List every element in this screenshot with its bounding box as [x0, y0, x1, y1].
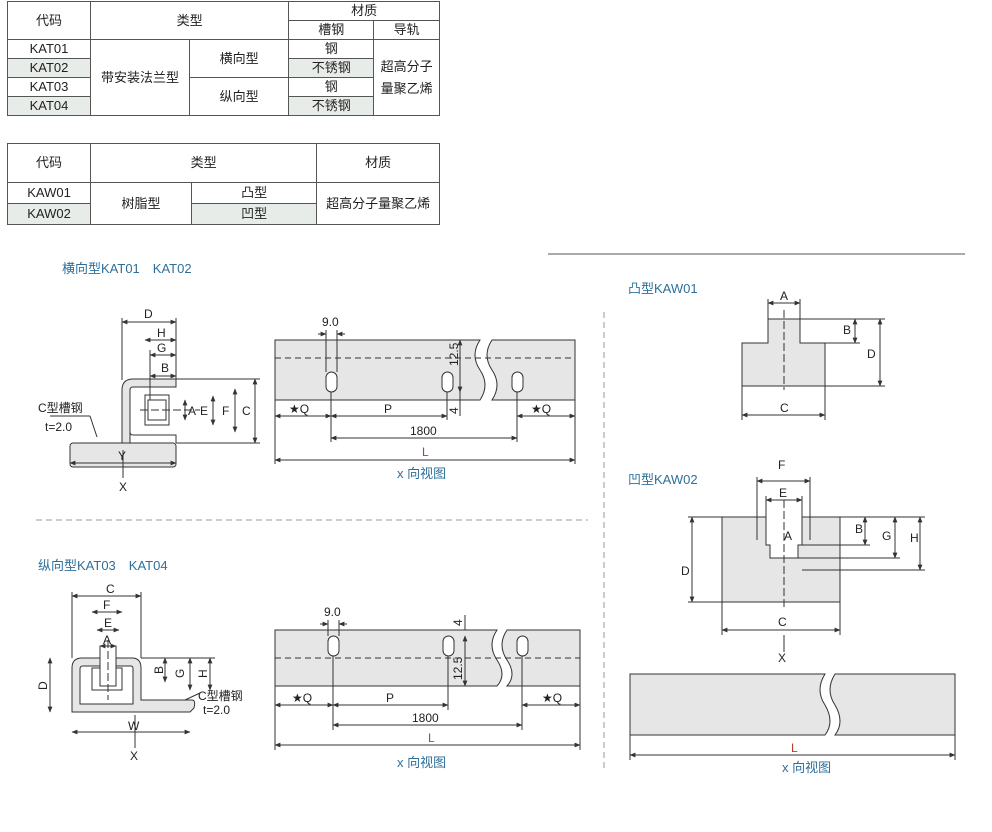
dim-star-q-left: ★Q: [292, 691, 312, 705]
dim-height: 12.5: [447, 342, 461, 366]
type-main: 带安装法兰型: [90, 39, 190, 116]
concave-section: [688, 477, 925, 652]
dim-D: D: [867, 347, 876, 361]
row-subtype: 凸型: [190, 182, 318, 204]
dim-P: P: [386, 691, 394, 705]
dim-D: D: [36, 681, 50, 690]
spec-table-kat: 代码 类型 材质 槽钢 导轨 KAT01 带安装法兰型 横向型 钢 超高分子量聚…: [7, 1, 440, 116]
type-main: 树脂型: [90, 182, 192, 225]
dim-hole-width: 9.0: [322, 315, 339, 329]
dim-C: C: [242, 404, 251, 418]
dim-pitch: 1800: [410, 424, 437, 438]
dim-B: B: [843, 323, 851, 337]
dim-X: X: [778, 651, 786, 665]
dim-G: G: [882, 529, 891, 543]
rail-line-2: 量聚乙烯: [380, 80, 433, 96]
dim-F: F: [222, 404, 229, 418]
dim-Y: Y: [118, 449, 126, 463]
row-code: KAT02: [7, 58, 91, 78]
kaw-side-view: [629, 673, 956, 760]
view-label: x 向视图: [782, 760, 831, 775]
dim-C: C: [106, 582, 115, 596]
title-horizontal: 横向型KAT01 KAT02: [62, 261, 192, 276]
h-section: [50, 318, 260, 478]
label-thickness: t=2.0: [45, 420, 72, 434]
dim-star-q-left: ★Q: [289, 402, 309, 416]
dim-A: A: [103, 633, 111, 647]
view-label: x 向视图: [397, 755, 446, 770]
row-code: KAW02: [7, 203, 91, 225]
dim-B: B: [161, 361, 169, 375]
dim-height: 12.5: [451, 656, 465, 680]
dim-A: A: [780, 289, 788, 303]
dim-H: H: [196, 669, 210, 678]
dim-X: X: [119, 480, 127, 494]
hdr-type: 类型: [89, 1, 290, 40]
hdr-code: 代码: [7, 1, 91, 40]
row-code: KAT03: [7, 77, 91, 97]
dim-offset: 4: [451, 619, 465, 626]
dim-F: F: [103, 598, 110, 612]
dim-H: H: [157, 326, 166, 340]
h-side-view: [274, 330, 576, 464]
dim-E: E: [104, 616, 112, 630]
dim-B: B: [855, 522, 863, 536]
type-horizontal: 横向型: [188, 39, 290, 78]
dim-P: P: [384, 402, 392, 416]
hdr-rail: 导轨: [373, 20, 440, 40]
material: 超高分子量聚乙烯: [316, 182, 440, 225]
convex-section: [741, 299, 885, 420]
dim-F: F: [778, 458, 785, 472]
title-concave: 凹型KAW02: [628, 472, 698, 487]
dim-E: E: [779, 486, 787, 500]
spec-table-kaw: 代码 类型 材质 KAW01 树脂型 凸型 超高分子量聚乙烯 KAW02 凹型: [7, 143, 440, 225]
type-vertical: 纵向型: [188, 77, 290, 116]
dim-B: B: [152, 666, 166, 674]
dim-C: C: [780, 401, 789, 415]
label-thickness: t=2.0: [203, 703, 230, 717]
dim-W: W: [128, 719, 140, 733]
dim-star-q-right: ★Q: [542, 691, 562, 705]
label-c-channel: C型槽钢: [198, 689, 243, 703]
dim-offset: 4: [447, 407, 461, 414]
dim-D: D: [681, 564, 690, 578]
dim-A: A: [188, 404, 196, 418]
dim-C: C: [778, 615, 787, 629]
dim-D: D: [144, 307, 153, 321]
dim-X: X: [130, 749, 138, 763]
title-convex: 凸型KAW01: [628, 281, 698, 296]
rail-material: 超高分子量聚乙烯: [373, 39, 440, 116]
v-side-view: [274, 615, 581, 750]
dim-H: H: [910, 531, 919, 545]
dim-G: G: [173, 669, 187, 678]
dim-L: L: [422, 445, 429, 459]
dim-pitch: 1800: [412, 711, 439, 725]
dim-L: L: [791, 741, 798, 755]
row-code: KAT04: [7, 96, 91, 116]
rail-line-1: 超高分子: [380, 58, 433, 74]
dim-G: G: [157, 341, 166, 355]
dim-star-q-right: ★Q: [531, 402, 551, 416]
dim-A: A: [784, 529, 792, 543]
v-section: [47, 592, 215, 748]
view-label: x 向视图: [397, 466, 446, 481]
dim-hole-width: 9.0: [324, 605, 341, 619]
row-subtype: 凹型: [190, 203, 318, 225]
hdr-type: 类型: [89, 143, 318, 183]
dim-E: E: [200, 404, 208, 418]
row-material: 不锈钢: [288, 96, 375, 116]
title-vertical: 纵向型KAT03 KAT04: [38, 558, 168, 573]
label-c-channel: C型槽钢: [38, 401, 83, 415]
dim-L: L: [428, 731, 435, 745]
